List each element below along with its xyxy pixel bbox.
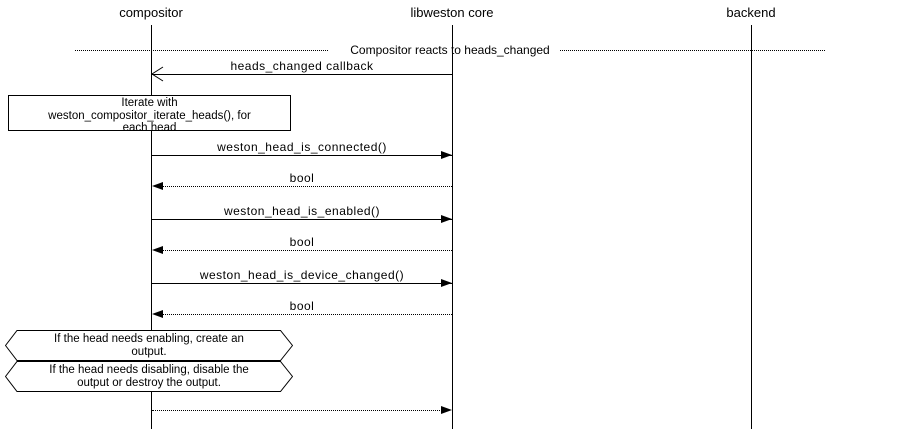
- note-disable-output: If the head needs disabling, disable the…: [5, 361, 293, 392]
- message-label-weston-head-is-device-changed: weston_head_is_device_changed(): [199, 268, 405, 282]
- message-line-weston-head-is-connected: [152, 155, 452, 156]
- note-enable-output-text: If the head needs enabling, create an ou…: [54, 333, 244, 358]
- participant-label-backend: backend: [726, 5, 776, 20]
- participant-label-compositor: compositor: [119, 5, 183, 20]
- lifeline-compositor: [151, 25, 152, 429]
- message-line-bool-2: [163, 250, 452, 251]
- lifeline-backend: [751, 25, 752, 429]
- divider-label: Compositor reacts to heads_changed: [350, 43, 550, 57]
- filled-arrowhead-left-icon: [152, 310, 163, 318]
- filled-arrowhead-right-icon: [441, 279, 452, 287]
- divider-line-left: [75, 50, 328, 51]
- note-iterate-heads: Iterate with weston_compositor_iterate_h…: [8, 95, 291, 134]
- filled-arrowhead-right-icon: [441, 215, 452, 223]
- message-line-weston-head-is-enabled: [152, 219, 452, 220]
- message-line-bool-3: [163, 314, 452, 315]
- hexagon-shape: [5, 361, 293, 392]
- divider-line-right: [560, 50, 825, 51]
- open-arrowhead-left-icon: [151, 66, 164, 82]
- message-line-weston-head-is-device-changed: [152, 283, 452, 284]
- filled-arrowhead-left-icon: [152, 246, 163, 254]
- participant-label-libweston-core: libweston core: [410, 5, 494, 20]
- lifeline-libweston-core: [452, 25, 453, 429]
- filled-arrowhead-left-icon: [152, 182, 163, 190]
- message-line-bool-1: [163, 186, 452, 187]
- hexagon-shape: [5, 330, 293, 361]
- note-enable-output: If the head needs enabling, create an ou…: [5, 330, 293, 361]
- message-label-heads-changed-callback: heads_changed callback: [230, 59, 374, 73]
- message-label-bool-1: bool: [289, 171, 315, 185]
- filled-arrowhead-right-icon: [441, 151, 452, 159]
- filled-arrowhead-right-icon: [441, 406, 452, 414]
- message-line-heads-changed-callback: [152, 74, 452, 75]
- message-line-final-return: [152, 410, 442, 411]
- message-label-weston-head-is-enabled: weston_head_is_enabled(): [223, 204, 381, 218]
- message-label-bool-3: bool: [289, 299, 315, 313]
- message-label-weston-head-is-connected: weston_head_is_connected(): [217, 140, 387, 154]
- note-disable-output-text: If the head needs disabling, disable the…: [49, 364, 249, 389]
- message-label-bool-2: bool: [289, 235, 315, 249]
